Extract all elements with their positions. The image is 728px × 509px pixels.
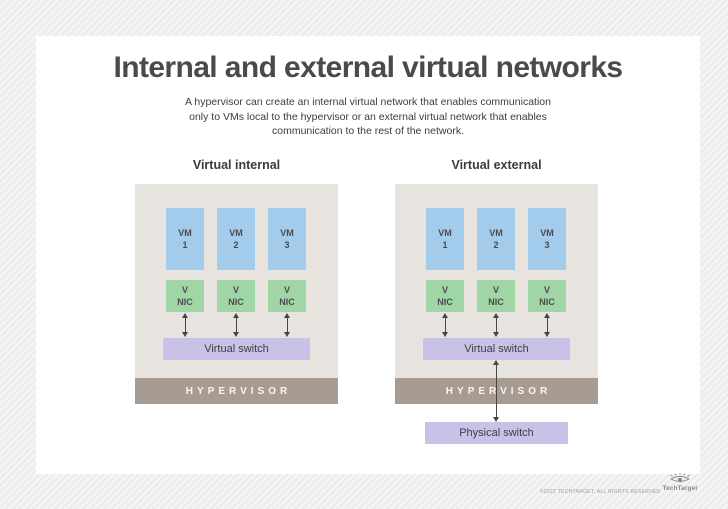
vnic-label: NIC (437, 297, 453, 307)
vnic-label: V (492, 285, 499, 295)
vnic-label: NIC (539, 297, 555, 307)
vnic-box-3: V NIC (268, 280, 306, 312)
vm-box-3: VM 3 (268, 208, 306, 270)
vnic-box-2: V NIC (477, 280, 515, 312)
vnic-label: NIC (279, 297, 295, 307)
vnic-box-1: V NIC (166, 280, 204, 312)
nic-to-switch-arrow-icon (283, 313, 292, 337)
physical-switch-bar: Physical switch (425, 422, 568, 444)
switch-to-physical-arrow-icon (492, 360, 501, 422)
nic-to-switch-arrow-icon (181, 313, 190, 337)
vnic-box-3: V NIC (528, 280, 566, 312)
nic-to-switch-arrow-icon (492, 313, 501, 337)
nic-to-switch-arrow-icon (543, 313, 552, 337)
vnic-label: NIC (488, 297, 504, 307)
vm-number: 3 (544, 240, 550, 250)
vnic-label: V (181, 285, 188, 295)
diagram-virtual-external: Virtual external VM 1 VM 2 VM 3 V NIC V … (395, 158, 598, 444)
vnic-label: V (283, 285, 290, 295)
eye-icon (670, 473, 690, 483)
vm-label: VM (489, 228, 503, 238)
virtual-switch-bar: Virtual switch (163, 338, 310, 360)
brand-text: TechTarget (662, 485, 698, 492)
hypervisor-bar: HYPERVISOR (135, 378, 338, 404)
vnic-label: V (232, 285, 239, 295)
vm-label: VM (540, 228, 554, 238)
page-title: Internal and external virtual networks (113, 51, 623, 84)
vm-label: VM (229, 228, 243, 238)
vm-number: 2 (493, 240, 499, 250)
copyright-text: ©2022 TECHTARGET, ALL RIGHTS RESERVED. (539, 489, 662, 495)
vm-number: 2 (233, 240, 239, 250)
vnic-box-1: V NIC (426, 280, 464, 312)
vm-box-1: VM 1 (166, 208, 204, 270)
vm-number: 1 (182, 240, 188, 250)
vnic-label: NIC (228, 297, 244, 307)
vm-label: VM (438, 228, 452, 238)
vm-box-1: VM 1 (426, 208, 464, 270)
vm-box-3: VM 3 (528, 208, 566, 270)
vm-number: 3 (284, 240, 290, 250)
virtual-switch-bar: Virtual switch (423, 338, 570, 360)
vm-number: 1 (442, 240, 448, 250)
vnic-label: V (441, 285, 448, 295)
vm-box-2: VM 2 (217, 208, 255, 270)
hypervisor-panel-internal: VM 1 VM 2 VM 3 V NIC V NIC V NIC (135, 184, 338, 404)
nic-to-switch-arrow-icon (441, 313, 450, 337)
hypervisor-panel-external: VM 1 VM 2 VM 3 V NIC V NIC V NIC (395, 184, 598, 404)
vnic-label: NIC (177, 297, 193, 307)
content-card: Internal and external virtual networks A… (36, 36, 700, 474)
diagram-virtual-internal: Virtual internal VM 1 VM 2 VM 3 V NIC V … (135, 158, 338, 404)
vm-box-2: VM 2 (477, 208, 515, 270)
nic-to-switch-arrow-icon (232, 313, 241, 337)
diagram-title-internal: Virtual internal (192, 158, 281, 172)
vm-label: VM (178, 228, 192, 238)
diagram-title-external: Virtual external (451, 158, 542, 172)
vnic-box-2: V NIC (217, 280, 255, 312)
page-subtitle: A hypervisor can create an internal virt… (185, 96, 551, 137)
techtarget-logo: TechTarget (657, 473, 703, 492)
vm-label: VM (280, 228, 294, 238)
vnic-label: V (543, 285, 550, 295)
